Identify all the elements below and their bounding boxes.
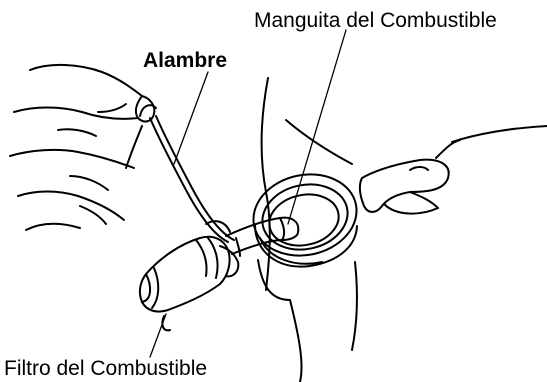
leader-line-wire (174, 72, 208, 164)
left-hand (10, 65, 154, 230)
fuel-filter-label: Filtro del Combustible (4, 358, 207, 379)
right-hand (360, 126, 547, 214)
leader-lines (150, 30, 346, 357)
fuel-filter (140, 237, 238, 331)
wire (140, 105, 234, 242)
wire-label: Alambre (143, 50, 227, 71)
fuel-hose-label: Manguita del Combustible (254, 10, 497, 31)
leader-line-filter (150, 314, 166, 357)
